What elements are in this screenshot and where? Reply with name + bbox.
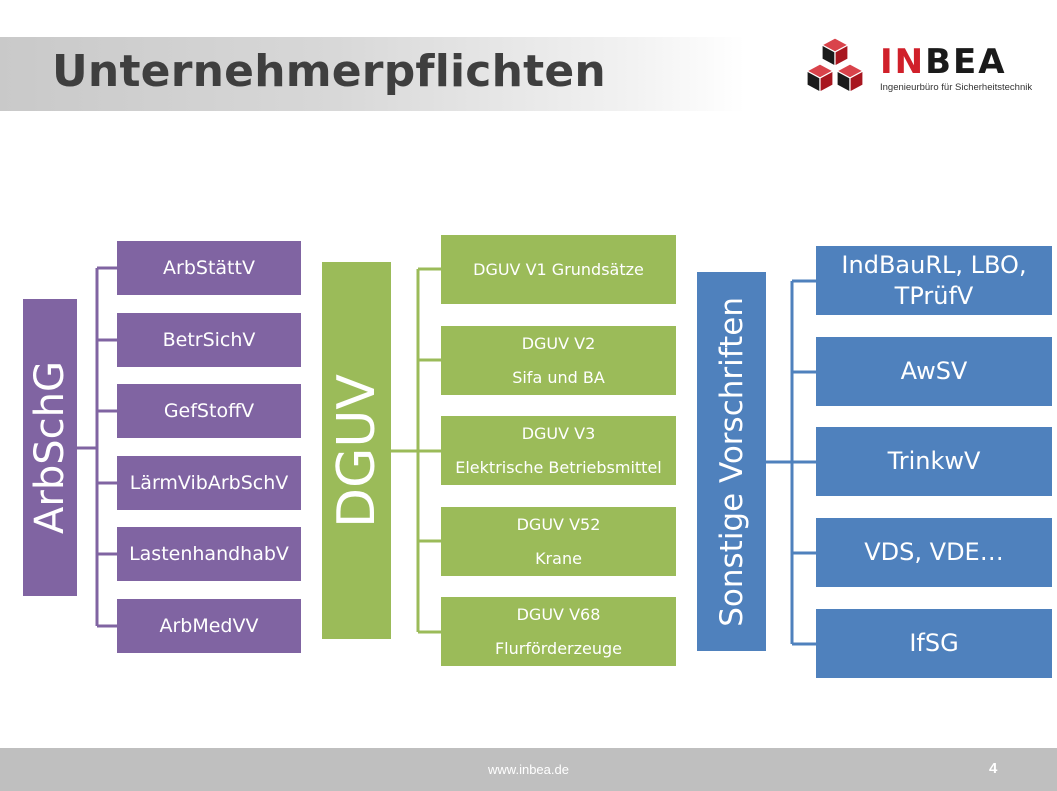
logo-wordmark: INBEA [880,42,1007,82]
laermvibarbschv-label: LärmVibArbSchV [129,472,289,494]
dguv-label: DGUV [326,373,387,528]
betrsichv-label: BetrSichV [162,329,256,351]
blue-connectors [766,279,816,646]
lastenhandhabv-node: LastenhandhabV [117,527,301,581]
green-connectors [391,267,441,634]
trinkwv-node: TrinkwV [816,427,1052,496]
dguv-v68-node: DGUV V68 Flurförderzeuge [441,597,676,666]
arbmedvv-label: ArbMedVV [159,615,259,637]
vds-vde-label: VDS, VDE… [864,538,1004,566]
dguv-v3-subtitle: Elektrische Betriebsmittel [455,457,662,477]
sonstige-vorschriften-node: Sonstige Vorschriften [697,272,766,651]
gefstoffv-label: GefStoffV [163,400,255,422]
arbschg-node: ArbSchG [23,299,77,596]
inbea-logo: INBEA Ingenieurbüro für Sicherheitstechn… [800,36,1033,106]
arbstaettv-label: ArbStättV [163,257,255,279]
awsv-node: AwSV [816,337,1052,406]
dguv-v68-title: DGUV V68 [516,604,601,624]
dguv-v68-subtitle: Flurförderzeuge [494,638,623,658]
sonstige-vorschriften-label: Sonstige Vorschriften [713,296,750,627]
dguv-v2-node: DGUV V2 Sifa und BA [441,326,676,395]
purple-connectors [77,266,117,628]
vds-vde-node: VDS, VDE… [816,518,1052,587]
arbstaettv-node: ArbStättV [117,241,301,295]
awsv-label: AwSV [900,357,968,385]
arbmedvv-node: ArbMedVV [117,599,301,653]
dguv-v52-node: DGUV V52 Krane [441,507,676,576]
dguv-v1-label: DGUV V1 Grundsätze [473,259,644,279]
indbaurl-label-line2: TPrüfV [894,281,974,310]
dguv-node: DGUV [322,262,391,639]
dguv-v3-title: DGUV V3 [521,423,596,443]
dguv-v52-title: DGUV V52 [516,514,601,534]
footer-url: www.inbea.de [488,762,569,777]
page-title: Unternehmerpflichten [52,46,606,97]
dguv-v2-title: DGUV V2 [521,333,596,353]
dguv-v52-subtitle: Krane [535,548,582,568]
laermvibarbschv-node: LärmVibArbSchV [117,456,301,510]
dguv-v1-node: DGUV V1 Grundsätze [441,235,676,304]
ifsg-node: IfSG [816,609,1052,678]
logo-subtitle: Ingenieurbüro für Sicherheitstechnik [880,82,1033,93]
dguv-v3-node: DGUV V3 Elektrische Betriebsmittel [441,416,676,485]
ifsg-label: IfSG [909,629,959,657]
trinkwv-label: TrinkwV [887,447,981,475]
footer-bar [0,748,1057,791]
indbaurl-label-line1: IndBauRL, LBO, [841,250,1027,279]
dguv-v2-subtitle: Sifa und BA [512,367,605,387]
title-bar [0,37,745,111]
arbschg-label: ArbSchG [27,361,73,534]
indbaurl-node: IndBauRL, LBO, TPrüfV [816,246,1052,315]
gefstoffv-node: GefStoffV [117,384,301,438]
page-number: 4 [989,760,998,777]
betrsichv-node: BetrSichV [117,313,301,367]
logo-word-in: IN [880,42,926,82]
logo-word-bea: BEA [925,42,1007,82]
cube-logo-icon [805,37,865,94]
lastenhandhabv-label: LastenhandhabV [129,543,289,565]
